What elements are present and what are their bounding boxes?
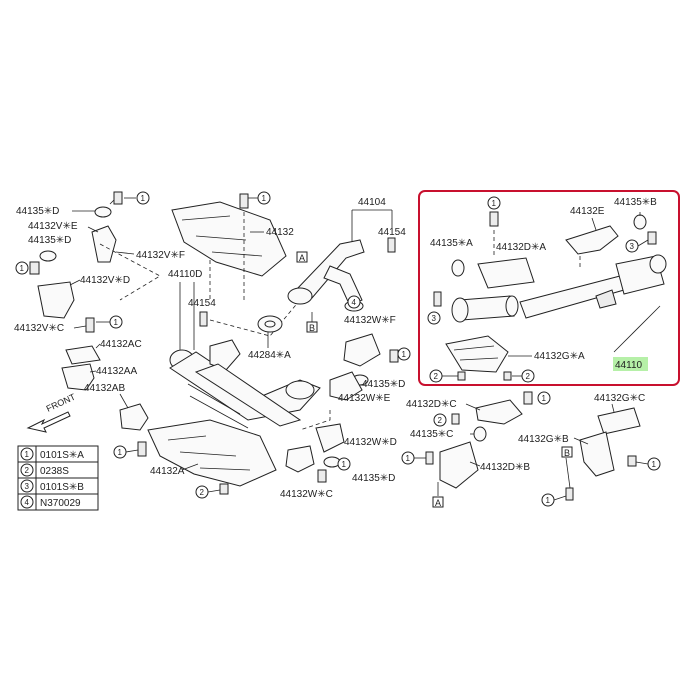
label-44132WD: 44132W✳D xyxy=(344,437,397,448)
label-44132AB: 44132AB xyxy=(84,383,125,394)
callout-1: 1 xyxy=(262,194,267,203)
callout-1: 1 xyxy=(342,460,347,469)
callout-2: 2 xyxy=(438,416,443,425)
label-44132DA: 44132D✳A xyxy=(496,242,546,253)
part-heat-shield-44132GA xyxy=(445,335,509,373)
label-44132VE: 44132V✳E xyxy=(28,221,78,232)
label-44135B: 44135✳B xyxy=(614,197,657,208)
label-44132A: 44132A xyxy=(150,466,185,477)
label-44135D-3: 44135✳D xyxy=(362,379,405,390)
legend-num-4: 4 xyxy=(25,498,30,507)
front-arrow: FRONT xyxy=(26,391,78,433)
label-44132DC: 44132D✳C xyxy=(406,399,457,410)
part-heat-cover-44132VE xyxy=(91,225,117,263)
label-44132AA: 44132AA xyxy=(96,366,137,377)
label-44135D: 44135✳D xyxy=(16,206,59,217)
label-44132: 44132 xyxy=(266,227,294,238)
label-44135D-4: 44135✳D xyxy=(352,473,395,484)
part-44132AC xyxy=(65,345,101,365)
label-44110: 44110 xyxy=(615,360,643,371)
legend-code-4: N370029 xyxy=(40,498,81,509)
label-44132VF: 44132V✳F xyxy=(136,250,185,261)
legend-num-2: 2 xyxy=(25,466,30,475)
label-44104: 44104 xyxy=(358,197,386,208)
callout-2: 2 xyxy=(526,372,531,381)
part-heat-shield-44132GC xyxy=(597,407,641,435)
label-44110D: 44110D xyxy=(168,269,202,280)
callout-1: 1 xyxy=(114,318,119,327)
part-heat-shield-44132DB xyxy=(439,441,479,489)
label-44132VC: 44132V✳C xyxy=(14,323,64,334)
label-44132GC: 44132G✳C xyxy=(594,393,645,404)
callout-1: 1 xyxy=(118,448,123,457)
part-heat-cover-44132VD xyxy=(37,281,75,319)
part-44132AB xyxy=(119,403,149,431)
label-44135D-2: 44135✳D xyxy=(28,235,71,246)
callout-1: 1 xyxy=(406,454,411,463)
label-44132WC: 44132W✳C xyxy=(280,489,333,500)
legend-code-3: 0101S✳B xyxy=(40,482,84,493)
ref-marker-A-2: A xyxy=(435,498,441,508)
part-cover-44132WF xyxy=(343,333,381,367)
catalytic-converter-highlight: 44135✳B 44132E 3 1 44135✳A 44132D✳A 3 xyxy=(418,190,680,386)
callout-1: 1 xyxy=(492,199,497,208)
ref-marker-A: A xyxy=(299,253,305,263)
callout-1: 1 xyxy=(141,194,146,203)
part-exhaust-manifold-44110D xyxy=(169,339,321,429)
legend-num-3: 3 xyxy=(25,482,30,491)
part-heat-shield-44132DC xyxy=(475,399,523,425)
label-44135A: 44135✳A xyxy=(430,238,473,249)
front-label: FRONT xyxy=(45,391,78,413)
callout-2: 2 xyxy=(200,488,205,497)
label-44132AC: 44132AC xyxy=(100,339,142,350)
label-44154-b: 44154 xyxy=(378,227,406,238)
callout-1: 1 xyxy=(542,394,547,403)
part-clamp-44135D: 44135✳D 1 xyxy=(16,191,150,218)
part-heat-shield-44132GB xyxy=(579,431,615,477)
label-44132WE: 44132W✳E xyxy=(338,393,391,404)
part-44132AA xyxy=(61,363,95,391)
label-44132DB: 44132D✳B xyxy=(480,462,530,473)
legend-code-1: 0101S✳A xyxy=(40,450,84,461)
part-heat-shield-44132DA xyxy=(477,257,535,289)
label-44132GA: 44132G✳A xyxy=(534,351,585,362)
part-cover-44132WD xyxy=(315,423,345,453)
label-44135C: 44135✳C xyxy=(410,429,453,440)
label-44132E: 44132E xyxy=(570,206,605,217)
label-44132GB: 44132G✳B xyxy=(518,434,569,445)
callout-3: 3 xyxy=(432,314,437,323)
callout-4: 4 xyxy=(352,298,357,307)
label-44132WF: 44132W✳F xyxy=(344,315,396,326)
ref-marker-B: B xyxy=(309,323,315,333)
callout-1: 1 xyxy=(20,264,25,273)
part-cover-44132WC xyxy=(285,445,315,473)
callout-1: 1 xyxy=(546,496,551,505)
part-cover-44132WE xyxy=(329,371,363,401)
legend-code-2: 0238S xyxy=(40,466,69,477)
part-heat-shield-44132E xyxy=(565,225,619,255)
label-44132VD: 44132V✳D xyxy=(80,275,130,286)
callout-2: 2 xyxy=(434,372,439,381)
part-catalytic-converter-44110 xyxy=(451,254,667,323)
label-44284A: 44284✳A xyxy=(248,350,291,361)
callout-1: 1 xyxy=(402,350,407,359)
ref-marker-B-2: B xyxy=(564,448,570,458)
callout-1: 1 xyxy=(652,460,657,469)
legend-num-1: 1 xyxy=(25,450,30,459)
fastener-legend: 1 2 3 4 0101S✳A 0238S 0101S✳B N370029 xyxy=(17,445,99,511)
callout-3: 3 xyxy=(630,242,635,251)
label-44154-a: 44154 xyxy=(188,298,216,309)
